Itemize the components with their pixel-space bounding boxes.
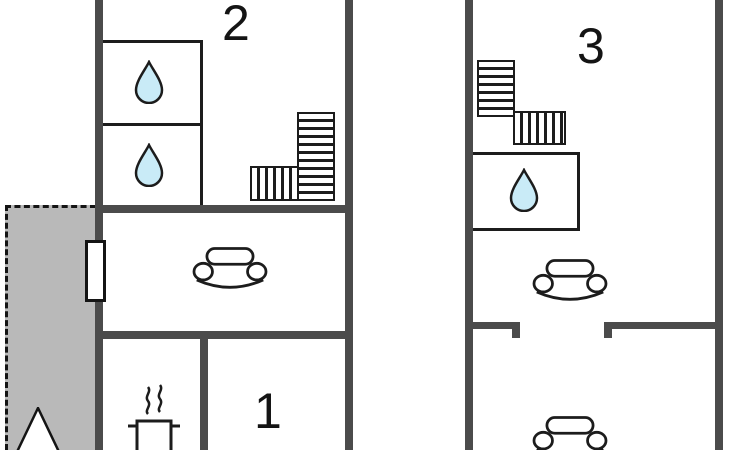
wall	[465, 322, 520, 329]
sofa-icon	[532, 259, 608, 301]
stairs-icon	[513, 111, 566, 145]
water-drop-icon	[134, 143, 164, 187]
water-drop-icon	[134, 60, 164, 104]
room-label-2: 2	[222, 0, 250, 51]
room-label-3: 3	[577, 18, 605, 74]
wall	[95, 331, 353, 339]
wall	[345, 0, 353, 450]
wall	[512, 322, 520, 338]
wall	[200, 339, 208, 450]
stairs-icon	[477, 60, 515, 117]
terrace-area	[5, 205, 96, 450]
water-drop-icon	[509, 168, 539, 212]
parasol-icon	[16, 407, 60, 450]
stairs-icon	[250, 166, 299, 201]
stairs-icon	[297, 112, 335, 201]
sofa-icon	[192, 247, 268, 289]
sofa-icon	[532, 416, 608, 450]
wall	[95, 205, 353, 213]
wall	[95, 0, 103, 450]
wall	[604, 322, 723, 329]
wall	[604, 322, 612, 338]
wall	[465, 0, 473, 450]
room-label-1: 1	[254, 383, 282, 439]
door-icon	[85, 240, 106, 302]
wall	[715, 0, 723, 450]
cooking-pot-icon	[128, 384, 180, 450]
